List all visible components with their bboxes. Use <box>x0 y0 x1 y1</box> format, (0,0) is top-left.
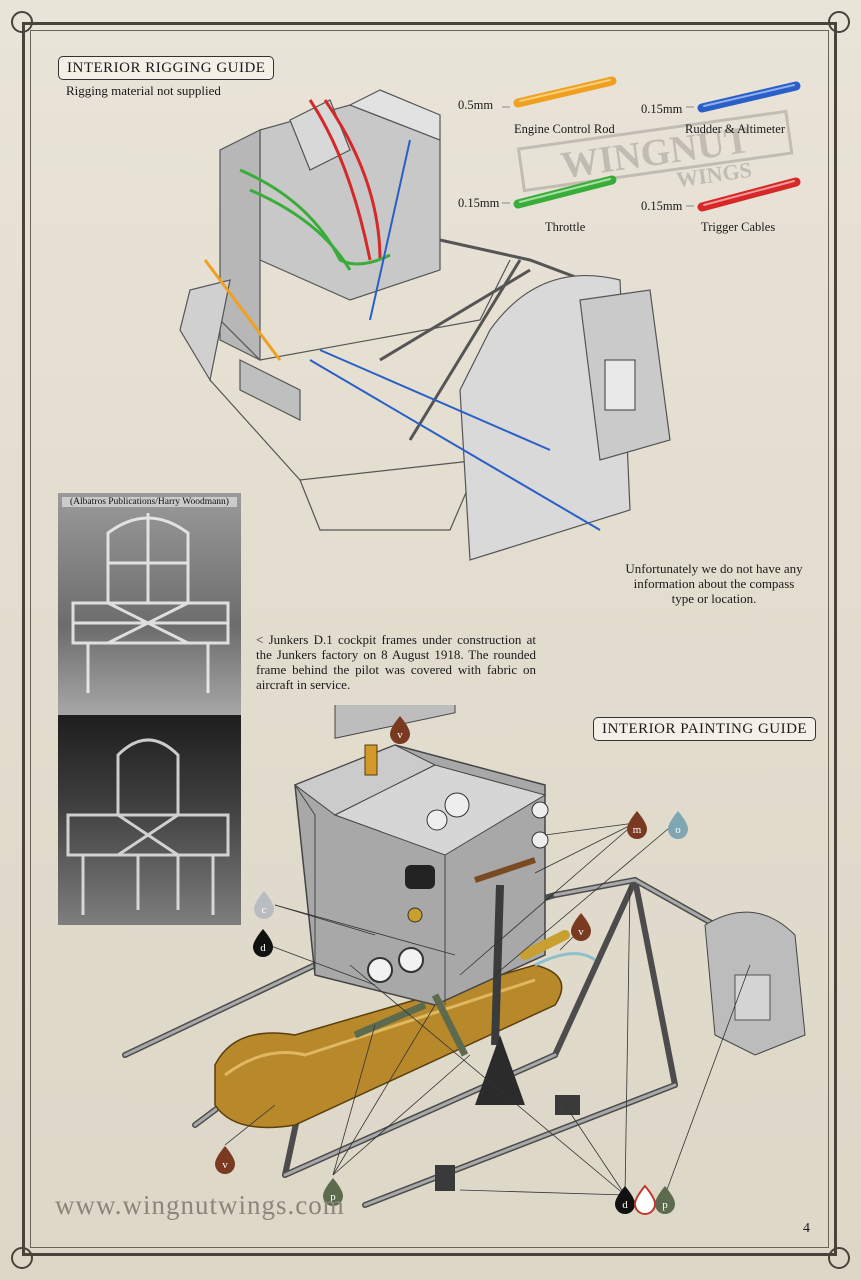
page-border <box>22 22 837 1256</box>
svg-text:v: v <box>397 729 403 741</box>
wingnut-logo-watermark: WINGNUT WINGS <box>516 109 794 193</box>
svg-text:c: c <box>262 904 267 916</box>
rigging-cockpit-illustration <box>179 89 671 561</box>
paint-drop-v: v <box>215 1146 235 1174</box>
corner-ornament <box>11 11 33 33</box>
corner-ornament <box>828 11 850 33</box>
legend-label-engine: Engine Control Rod <box>514 122 615 136</box>
rigging-guide-title: INTERIOR RIGGING GUIDE <box>58 56 275 80</box>
painting-cockpit-illustration: v m o c d v v p d? p <box>122 705 806 1215</box>
page-border-inner <box>30 30 829 1248</box>
painting-guide-title: INTERIOR PAINTING GUIDE <box>593 717 817 741</box>
svg-text:p: p <box>662 1199 668 1211</box>
paint-drop-unknown: ? <box>633 1184 657 1215</box>
svg-text:v: v <box>222 1159 228 1171</box>
trigger-cable-swatch <box>686 177 801 212</box>
svg-text:?: ? <box>643 1199 648 1211</box>
corner-ornament <box>11 1247 33 1269</box>
compass-note: Unfortunately we do not have any informa… <box>625 561 803 606</box>
photo-credit: (Albatros Publications/Harry Woodmann) <box>62 497 237 507</box>
throttle-cable-swatch <box>502 175 617 209</box>
paint-drop-o: o <box>668 811 688 839</box>
engine-rod-swatch <box>502 76 617 108</box>
rudder-cable-swatch <box>686 81 801 113</box>
website-watermark: www.wingnutwings.com <box>55 1190 345 1220</box>
page-number: 4 <box>803 1221 810 1236</box>
legend-size-rudder: 0.15mm <box>641 102 683 116</box>
paint-drop-p: p <box>323 1178 343 1206</box>
legend-size-engine: 0.5mm <box>458 98 494 112</box>
rigging-note: Rigging material not supplied <box>66 83 221 98</box>
svg-text:d: d <box>260 942 266 954</box>
paint-drop-v: v <box>390 716 410 744</box>
svg-text:v: v <box>578 926 584 938</box>
legend-size-trigger: 0.15mm <box>641 199 683 213</box>
paint-drop-v: v <box>571 913 591 941</box>
svg-text:o: o <box>675 824 681 836</box>
svg-text:m: m <box>633 824 642 836</box>
legend-label-rudder: Rudder & Altimeter <box>685 122 785 136</box>
paint-drop-c: c <box>254 891 274 919</box>
paint-code-markers: v m o c d v v p d? p <box>215 716 688 1215</box>
historical-photo-top: (Albatros Publications/Harry Woodmann) <box>58 493 241 715</box>
legend-size-throttle: 0.15mm <box>458 196 500 210</box>
legend-label-throttle: Throttle <box>545 220 586 234</box>
corner-ornament <box>828 1247 850 1269</box>
photo-caption: < Junkers D.1 cockpit frames under const… <box>256 632 536 692</box>
legend-label-trigger: Trigger Cables <box>701 220 776 234</box>
svg-text:p: p <box>330 1191 336 1203</box>
paint-drop-p: p <box>655 1186 675 1214</box>
svg-text:d: d <box>622 1199 628 1211</box>
paint-drop-d: d <box>615 1186 635 1214</box>
paint-drop-m: m <box>627 811 647 839</box>
historical-photo-bottom <box>58 715 241 925</box>
paint-drop-d: d <box>253 929 273 957</box>
